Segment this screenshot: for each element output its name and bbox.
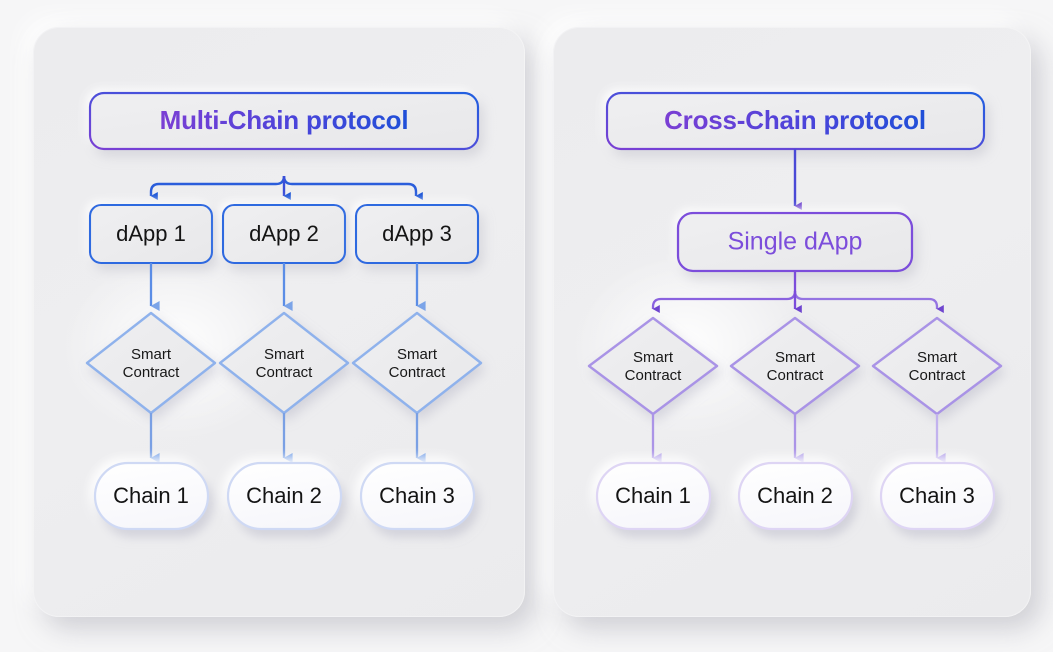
node-shape-chain-2-right <box>737 461 854 531</box>
node-label-chain-2-right: Chain 2 <box>757 483 833 508</box>
node-label-smart-contract-3-line2: Contract <box>389 364 447 381</box>
node-multi-chain-protocol[interactable]: Multi-Chain protocol <box>88 91 480 151</box>
node-label-smart-contract-2-right-line2: Contract <box>767 367 825 384</box>
connector-contracts-to-chains-right <box>651 414 946 463</box>
node-single-dapp[interactable]: Single dApp <box>676 211 914 273</box>
node-label-smart-contract-2-line2: Contract <box>256 364 314 381</box>
node-chain-1-right[interactable]: Chain 1 <box>595 461 712 531</box>
node-label-single-dapp: Single dApp <box>728 228 863 256</box>
node-label-chain-1-right: Chain 1 <box>615 483 691 508</box>
node-smart-contract-2-right[interactable]: Smart Contract <box>729 316 861 416</box>
node-label-smart-contract-3-right-line1: Smart <box>917 349 958 366</box>
node-label-chain-2-left: Chain 2 <box>246 483 322 508</box>
node-smart-contract-1-right[interactable]: Smart Contract <box>587 316 719 416</box>
node-shape-chain-1-left <box>93 461 210 531</box>
node-smart-contract-1[interactable]: Smart Contract <box>85 311 217 415</box>
node-dapp-2[interactable]: dApp 2 <box>221 203 347 265</box>
node-label-dapp-3: dApp 3 <box>382 221 452 246</box>
node-shape-chain-2-left <box>226 461 343 531</box>
node-label-dapp-1: dApp 1 <box>116 221 186 246</box>
node-chain-2-right[interactable]: Chain 2 <box>737 461 854 531</box>
node-smart-contract-2[interactable]: Smart Contract <box>218 311 350 415</box>
node-label-dapp-2: dApp 2 <box>249 221 319 246</box>
node-smart-contract-3[interactable]: Smart Contract <box>351 311 483 415</box>
node-label-smart-contract-1-line1: Smart <box>131 346 172 363</box>
node-label-smart-contract-1-right-line1: Smart <box>633 349 674 366</box>
node-label-smart-contract-1-right-line2: Contract <box>625 367 683 384</box>
node-label-smart-contract-2-line1: Smart <box>264 346 305 363</box>
graph-multi-chain: Multi-Chain protocol dApp 1 dApp 2 dApp … <box>85 91 483 531</box>
node-label-smart-contract-2-right-line1: Smart <box>775 349 816 366</box>
node-chain-1-left[interactable]: Chain 1 <box>93 461 210 531</box>
node-label-smart-contract-3-line1: Smart <box>397 346 438 363</box>
node-shape-chain-3-left <box>359 461 476 531</box>
connector-single-dapp-to-contracts <box>651 271 944 313</box>
node-chain-2-left[interactable]: Chain 2 <box>226 461 343 531</box>
graph-cross-chain: Cross-Chain protocol Single dApp <box>587 91 1003 531</box>
node-label-chain-1-left: Chain 1 <box>113 483 189 508</box>
node-shape-chain-1-right <box>595 461 712 531</box>
node-label-smart-contract-1-line2: Contract <box>123 364 181 381</box>
node-dapp-3[interactable]: dApp 3 <box>354 203 480 265</box>
node-label-smart-contract-3-right-line2: Contract <box>909 367 967 384</box>
node-label-chain-3-left: Chain 3 <box>379 483 455 508</box>
node-dapp-1[interactable]: dApp 1 <box>88 203 214 265</box>
node-label-chain-3-right: Chain 3 <box>899 483 975 508</box>
node-chain-3-right[interactable]: Chain 3 <box>879 461 996 531</box>
node-label-root-right: Cross-Chain protocol <box>664 105 926 135</box>
connector-contracts-to-chains-left <box>149 413 426 463</box>
node-smart-contract-3-right[interactable]: Smart Contract <box>871 316 1003 416</box>
node-shape-chain-3-right <box>879 461 996 531</box>
node-label-root-left: Multi-Chain protocol <box>160 105 409 135</box>
node-cross-chain-protocol[interactable]: Cross-Chain protocol <box>605 91 986 151</box>
connector-root-to-dapps-left <box>149 149 423 200</box>
connector-dapps-to-contracts-left <box>149 263 426 311</box>
node-chain-3-left[interactable]: Chain 3 <box>359 461 476 531</box>
